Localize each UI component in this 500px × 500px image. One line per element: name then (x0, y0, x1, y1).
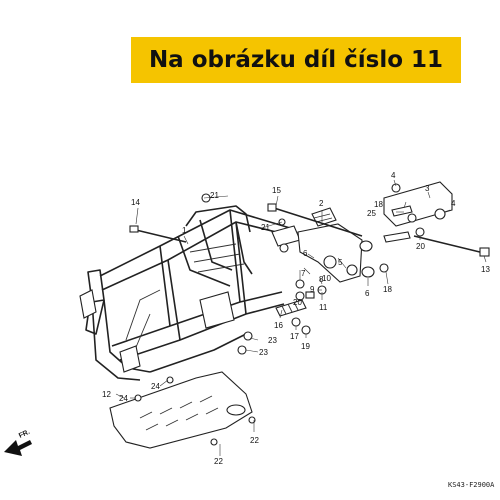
callout-6: 6 (365, 289, 370, 298)
bolts-drawing (129, 193, 490, 257)
callout-24: 24 (151, 382, 160, 391)
callout-21: 21 (210, 191, 219, 200)
diagram-code: KS43-F2900A (448, 481, 495, 489)
callout-6: 6 (303, 249, 308, 258)
direction-label: FR. (18, 429, 31, 440)
callout-2: 2 (319, 199, 324, 208)
leader-lines (115, 179, 487, 456)
banner-text: Na obrázku díl číslo 11 (148, 47, 444, 73)
callout-25: 25 (367, 209, 376, 218)
arrow-icon (4, 440, 32, 456)
callout-17: 17 (290, 332, 299, 341)
callout-13: 13 (481, 265, 490, 274)
callout-23: 23 (259, 348, 268, 357)
main-frame-drawing (79, 205, 301, 381)
callout-21: 21 (261, 223, 270, 232)
callout-16: 16 (274, 321, 283, 330)
callout-8: 8 (319, 275, 324, 284)
part-number-banner: Na obrázku díl číslo 11 (131, 37, 461, 83)
callout-20: 20 (293, 298, 302, 307)
callout-15: 15 (272, 186, 281, 195)
callout-1: 1 (182, 226, 187, 235)
callout-24: 24 (119, 394, 128, 403)
callout-10: 10 (322, 274, 331, 283)
callout-4: 4 (451, 199, 456, 208)
callout-19: 19 (301, 342, 310, 351)
callout-20: 20 (416, 242, 425, 251)
callout-14: 14 (131, 198, 140, 207)
under-cover-drawing (109, 331, 256, 449)
callout-5: 5 (338, 258, 343, 267)
callout-9: 9 (310, 285, 315, 294)
front-direction-arrow: FR. (4, 429, 32, 456)
callout-22: 22 (250, 436, 259, 445)
callout-7: 7 (301, 269, 306, 278)
callout-4: 4 (391, 171, 396, 180)
callout-18: 18 (383, 285, 392, 294)
callout-11: 11 (319, 303, 328, 312)
callout-3: 3 (425, 184, 430, 193)
callout-labels: 1 2 3 4 4 5 6 6 7 8 9 10 11 12 13 14 15 … (102, 171, 490, 466)
callout-23: 23 (268, 336, 277, 345)
callout-18: 18 (374, 200, 383, 209)
callout-12: 12 (102, 390, 111, 399)
rear-bracket-drawing (383, 181, 453, 243)
callout-22: 22 (214, 457, 223, 466)
